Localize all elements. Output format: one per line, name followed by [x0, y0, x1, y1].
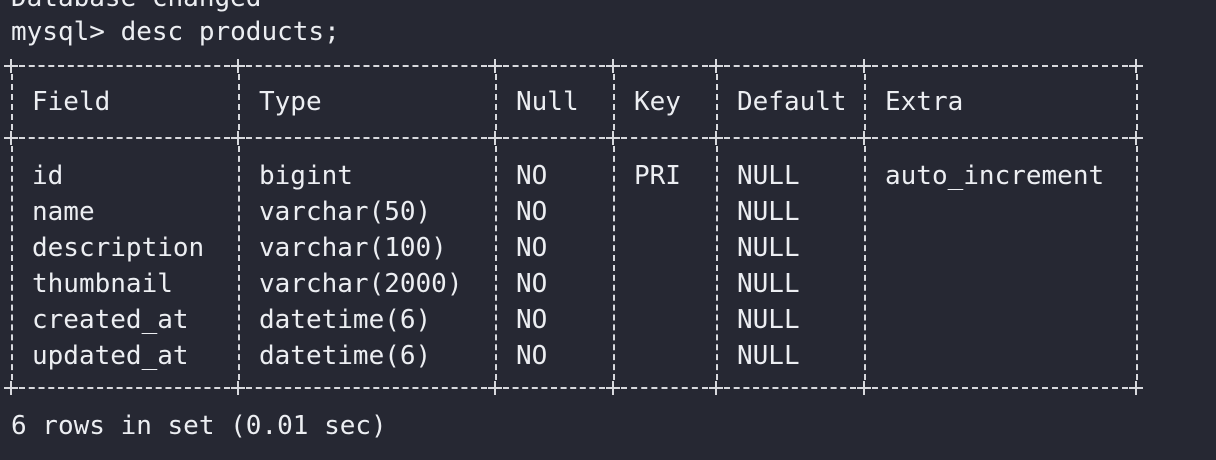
table-border-corner	[606, 131, 620, 145]
table-border-corner	[709, 381, 723, 395]
table-border-corner	[488, 381, 502, 395]
table-cell: name	[32, 197, 95, 227]
table-cell: created_at	[32, 305, 189, 335]
table-cell: NULL	[737, 341, 800, 371]
table-border-vertical	[1136, 74, 1138, 130]
table-cell: NULL	[737, 269, 800, 299]
table-cell: description	[32, 233, 205, 263]
table-cell: datetime(6)	[259, 305, 432, 335]
table-border-horizontal	[246, 65, 487, 67]
column-header-extra: Extra	[885, 87, 964, 117]
table-border-horizontal	[19, 387, 230, 389]
table-border-horizontal	[724, 387, 856, 389]
column-header-type: Type	[259, 87, 322, 117]
table-border-vertical	[238, 74, 240, 130]
table-border-corner	[488, 131, 502, 145]
table-border-vertical	[716, 74, 718, 130]
table-cell: NO	[516, 233, 548, 263]
table-border-horizontal	[19, 65, 230, 67]
table-border-horizontal	[19, 137, 230, 139]
table-border-corner	[231, 131, 245, 145]
table-border-horizontal	[872, 65, 1128, 67]
table-cell: bigint	[259, 161, 353, 191]
table-border-corner	[857, 59, 871, 73]
table-border-corner	[857, 381, 871, 395]
table-border-vertical	[716, 146, 718, 380]
table-border-horizontal	[724, 137, 856, 139]
table-border-vertical	[613, 74, 615, 130]
table-cell: NULL	[737, 197, 800, 227]
table-border-corner	[606, 381, 620, 395]
table-border-corner	[1129, 59, 1143, 73]
table-border-corner	[1129, 381, 1143, 395]
table-border-vertical	[1136, 146, 1138, 380]
table-border-corner	[709, 131, 723, 145]
table-cell: PRI	[634, 161, 681, 191]
table-cell: thumbnail	[32, 269, 173, 299]
table-border-horizontal	[621, 137, 708, 139]
table-border-horizontal	[246, 387, 487, 389]
table-border-horizontal	[872, 137, 1128, 139]
table-border-horizontal	[621, 387, 708, 389]
column-header-null: Null	[516, 87, 579, 117]
table-border-corner	[709, 59, 723, 73]
table-cell: id	[32, 161, 64, 191]
table-border-corner	[4, 59, 18, 73]
table-cell: updated_at	[32, 341, 189, 371]
table-border-horizontal	[503, 65, 605, 67]
table-border-vertical	[495, 146, 497, 380]
table-cell: auto_increment	[885, 161, 1105, 191]
table-cell: varchar(2000)	[259, 269, 463, 299]
table-border-corner	[4, 381, 18, 395]
table-border-horizontal	[503, 387, 605, 389]
table-border-vertical	[495, 74, 497, 130]
table-border-horizontal	[503, 137, 605, 139]
table-border-vertical	[238, 146, 240, 380]
column-header-default: Default	[737, 87, 847, 117]
column-header-key: Key	[634, 87, 681, 117]
table-border-horizontal	[621, 65, 708, 67]
table-border-vertical	[864, 74, 866, 130]
table-cell: NULL	[737, 233, 800, 263]
table-border-corner	[857, 131, 871, 145]
table-border-corner	[231, 59, 245, 73]
table-cell: NO	[516, 305, 548, 335]
table-border-vertical	[11, 146, 13, 380]
table-border-vertical	[613, 146, 615, 380]
column-header-field: Field	[32, 87, 111, 117]
table-cell: NULL	[737, 161, 800, 191]
table-cell: NO	[516, 197, 548, 227]
table-border-vertical	[864, 146, 866, 380]
table-border-horizontal	[872, 387, 1128, 389]
previous-output-line: Database changed	[11, 0, 261, 16]
table-cell: NULL	[737, 305, 800, 335]
table-cell: NO	[516, 341, 548, 371]
table-border-horizontal	[246, 137, 487, 139]
table-border-corner	[1129, 131, 1143, 145]
table-border-corner	[231, 381, 245, 395]
result-summary: 6 rows in set (0.01 sec)	[11, 411, 387, 441]
table-cell: varchar(100)	[259, 233, 447, 263]
table-border-corner	[488, 59, 502, 73]
table-cell: varchar(50)	[259, 197, 432, 227]
table-border-horizontal	[724, 65, 856, 67]
command-line: mysql> desc products;	[11, 17, 340, 47]
table-cell: NO	[516, 161, 548, 191]
table-border-corner	[606, 59, 620, 73]
table-cell: datetime(6)	[259, 341, 432, 371]
table-border-vertical	[11, 74, 13, 130]
table-cell: NO	[516, 269, 548, 299]
table-border-corner	[4, 131, 18, 145]
